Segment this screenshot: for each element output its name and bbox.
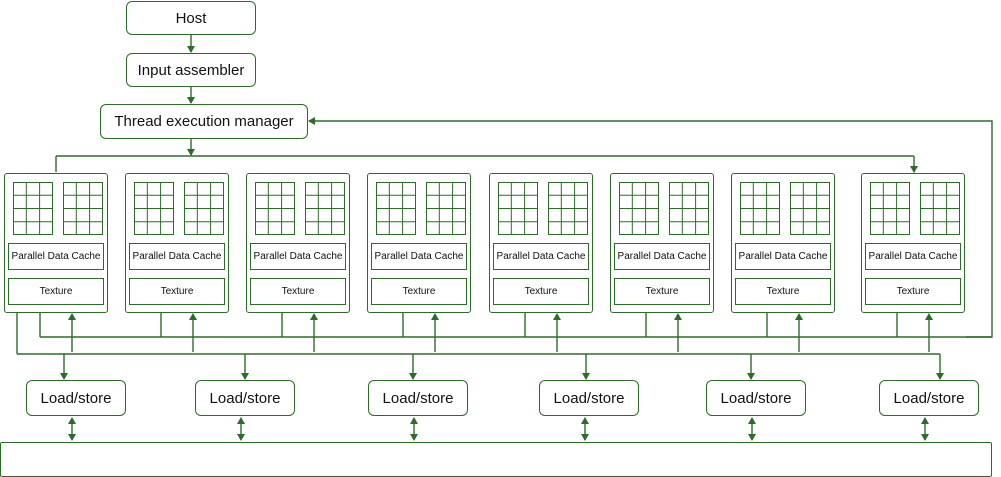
load-store-unit-6: Load/store <box>879 380 979 416</box>
processor-grid-2 <box>305 182 345 235</box>
processor-grid-2 <box>426 182 466 235</box>
processor-grid-1 <box>376 182 416 235</box>
processor-grid-1 <box>619 182 659 235</box>
processor-grid-1 <box>13 182 53 235</box>
processor-grid-1 <box>255 182 295 235</box>
input-assembler-label: Input assembler <box>137 61 245 79</box>
load-store-label: Load/store <box>382 389 454 407</box>
processor-grid-1 <box>870 182 910 235</box>
parallel-data-cache: Parallel Data Cache <box>493 243 589 270</box>
load-store-unit-4: Load/store <box>539 380 639 416</box>
parallel-data-cache: Parallel Data Cache <box>865 243 961 270</box>
thread-execution-manager-box: Thread execution manager <box>100 104 308 139</box>
texture-unit: Texture <box>250 278 346 305</box>
texture-unit: Texture <box>371 278 467 305</box>
load-store-label: Load/store <box>553 389 625 407</box>
processor-grid-2 <box>548 182 588 235</box>
load-store-label: Load/store <box>40 389 112 407</box>
load-store-label: Load/store <box>893 389 965 407</box>
load-store-unit-2: Load/store <box>195 380 295 416</box>
input-assembler-box: Input assembler <box>126 53 256 87</box>
parallel-data-cache: Parallel Data Cache <box>735 243 831 270</box>
processor-grid-1 <box>498 182 538 235</box>
texture-unit: Texture <box>493 278 589 305</box>
texture-unit: Texture <box>735 278 831 305</box>
parallel-data-cache: Parallel Data Cache <box>129 243 225 270</box>
load-store-label: Load/store <box>209 389 281 407</box>
texture-unit: Texture <box>865 278 961 305</box>
load-store-unit-1: Load/store <box>26 380 126 416</box>
processor-grid-2 <box>184 182 224 235</box>
parallel-data-cache: Parallel Data Cache <box>614 243 710 270</box>
processor-grid-2 <box>669 182 709 235</box>
load-store-unit-3: Load/store <box>368 380 468 416</box>
texture-unit: Texture <box>8 278 104 305</box>
load-store-unit-5: Load/store <box>706 380 806 416</box>
parallel-data-cache: Parallel Data Cache <box>250 243 346 270</box>
thread-execution-manager-label: Thread execution manager <box>114 113 294 130</box>
load-store-label: Load/store <box>720 389 792 407</box>
processor-grid-2 <box>920 182 960 235</box>
processor-grid-2 <box>790 182 830 235</box>
processor-grid-1 <box>740 182 780 235</box>
host-box: Host <box>126 1 256 35</box>
parallel-data-cache: Parallel Data Cache <box>8 243 104 270</box>
host-label: Host <box>175 9 207 27</box>
processor-grid-1 <box>134 182 174 235</box>
parallel-data-cache: Parallel Data Cache <box>371 243 467 270</box>
global-memory-bar <box>0 442 992 477</box>
texture-unit: Texture <box>614 278 710 305</box>
processor-grid-2 <box>63 182 103 235</box>
texture-unit: Texture <box>129 278 225 305</box>
